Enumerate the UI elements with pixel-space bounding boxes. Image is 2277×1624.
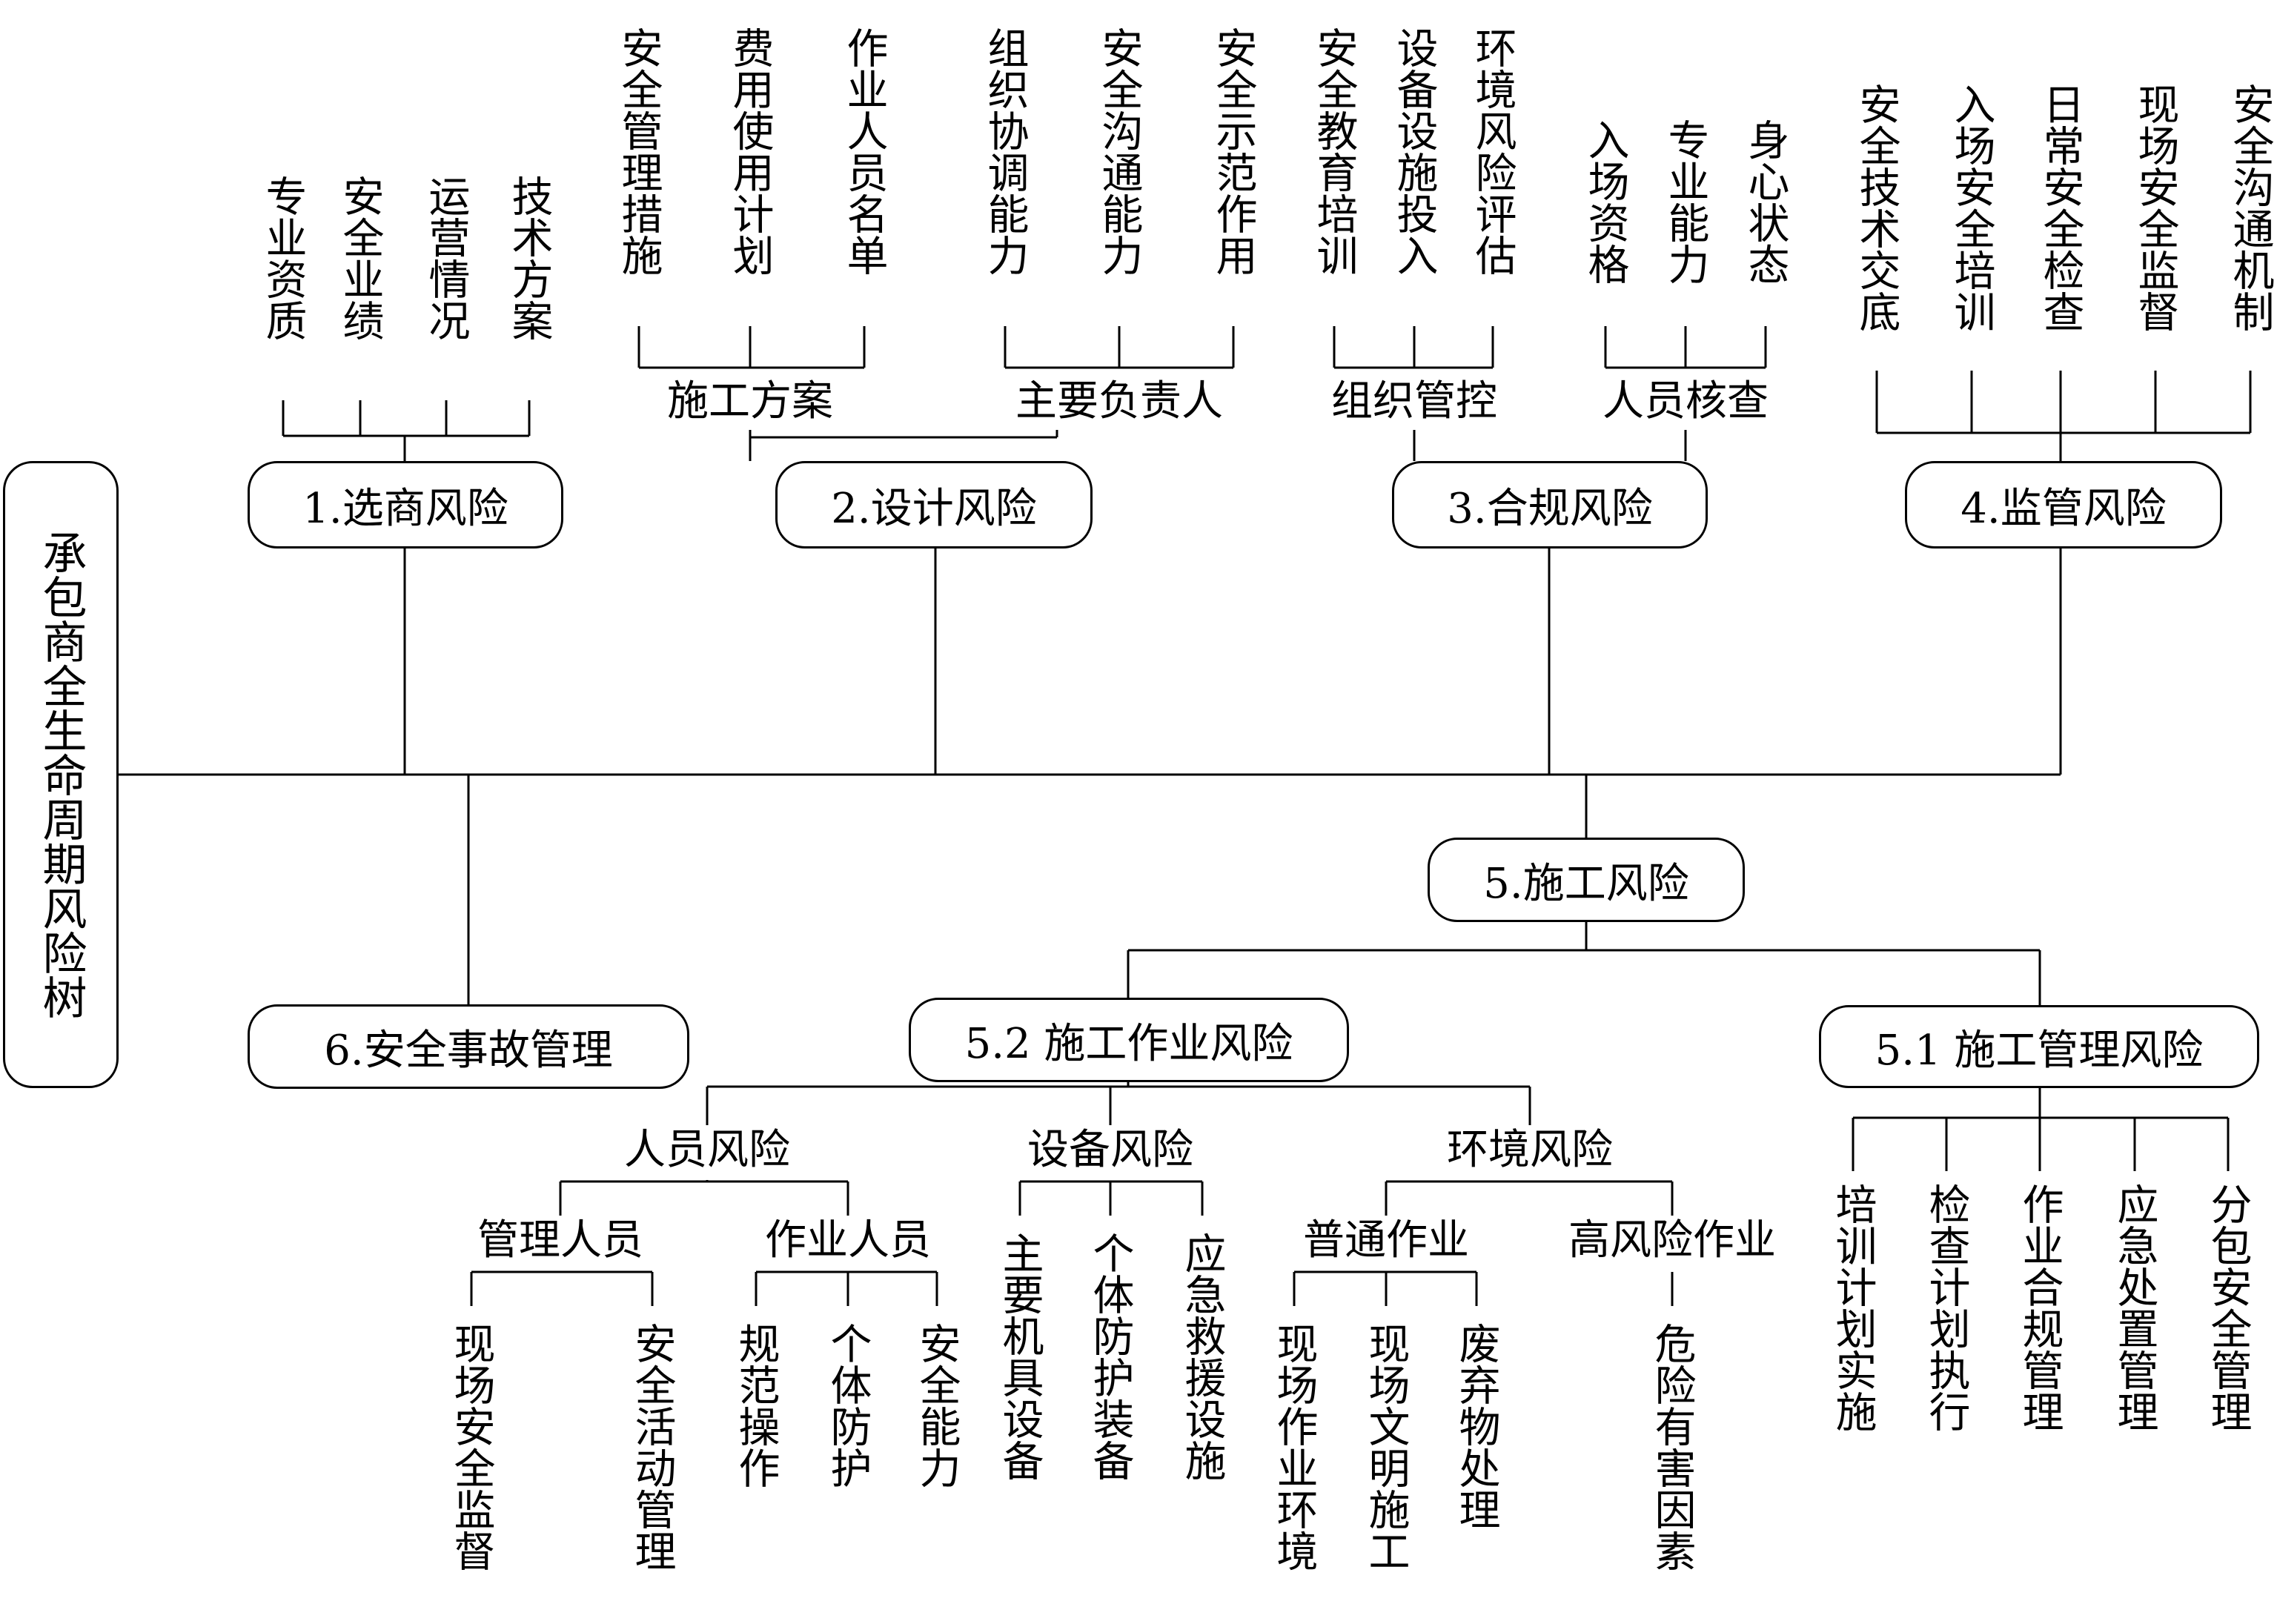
- leaf: 作业合规管理: [2015, 1183, 2064, 1432]
- leaf: 主要机具设备: [995, 1232, 1044, 1481]
- leaf: 现场安全监督: [447, 1322, 495, 1571]
- node-accident-management: 6.安全事故管理: [248, 1004, 689, 1089]
- node-construction-risk: 5.施工风险: [1428, 838, 1745, 922]
- node-compliance-risk: 3.合规风险: [1392, 461, 1708, 548]
- leaf: 安全技术交底: [1852, 83, 1900, 332]
- leaf: 现场安全监督: [2131, 83, 2179, 332]
- leaf: 应急处置管理: [2110, 1183, 2158, 1432]
- group-label: 组织管控: [1331, 377, 1497, 425]
- leaf: 专业能力: [1661, 119, 1709, 285]
- managers-label: 管理人员: [477, 1216, 643, 1265]
- leaf: 安全沟通机制: [2226, 83, 2274, 332]
- workers-label: 作业人员: [765, 1216, 931, 1265]
- group-label: 主要负责人: [1015, 377, 1223, 425]
- leaf: 运营情况: [422, 175, 470, 341]
- leaf: 作业人员名单: [840, 27, 888, 276]
- environment-risk-label: 环境风险: [1447, 1126, 1613, 1174]
- node-construction-operation-risk: 5.2 施工作业风险: [909, 998, 1349, 1082]
- leaf: 安全业绩: [336, 175, 384, 341]
- people-risk-label: 人员风险: [624, 1126, 790, 1174]
- leaf: 安全管理措施: [614, 27, 663, 276]
- leaf: 现场作业环境: [1270, 1322, 1318, 1571]
- leaf: 设备设施投入: [1390, 27, 1438, 276]
- leaf: 身心状态: [1741, 119, 1789, 285]
- node-design-risk: 2.设计风险: [775, 461, 1093, 548]
- high-risk-work-label: 高风险作业: [1568, 1216, 1776, 1265]
- leaf: 危险有害因素: [1648, 1322, 1696, 1571]
- leaf: 技术方案: [505, 175, 553, 341]
- leaf: 规范操作: [732, 1322, 780, 1488]
- leaf: 个体防护: [823, 1322, 872, 1488]
- leaf: 个体防护装备: [1086, 1232, 1134, 1481]
- leaf: 入场资格: [1581, 119, 1629, 285]
- leaf: 检查计划执行: [1922, 1183, 1970, 1432]
- leaf: 安全教育培训: [1310, 27, 1358, 276]
- leaf: 日常安全检查: [2036, 83, 2084, 332]
- leaf: 专业资质: [259, 175, 307, 341]
- leaf: 环境风险评估: [1468, 27, 1517, 276]
- root-node: 承包商全生命周期风险树: [3, 461, 119, 1088]
- equipment-risk-label: 设备风险: [1027, 1126, 1193, 1174]
- leaf: 安全活动管理: [628, 1322, 676, 1571]
- node-supplier-risk: 1.选商风险: [248, 461, 563, 548]
- leaf: 废弃物处理: [1452, 1322, 1500, 1530]
- leaf: 现场文明施工: [1362, 1322, 1410, 1571]
- leaf: 分包安全管理: [2204, 1183, 2252, 1432]
- leaf: 安全示范作用: [1209, 27, 1257, 276]
- leaf: 组织协调能力: [981, 27, 1029, 276]
- leaf: 安全能力: [912, 1322, 961, 1488]
- leaf: 培训计划实施: [1829, 1183, 1877, 1432]
- root-label: 承包商全生命周期风险树: [35, 530, 87, 1019]
- leaf: 入场安全培训: [1947, 83, 1995, 332]
- node-construction-management-risk: 5.1 施工管理风险: [1819, 1005, 2259, 1088]
- group-label: 人员核查: [1602, 377, 1769, 425]
- normal-work-label: 普通作业: [1303, 1216, 1469, 1265]
- leaf: 安全沟通能力: [1095, 27, 1143, 276]
- leaf: 费用使用计划: [726, 27, 774, 276]
- group-label: 施工方案: [667, 377, 833, 425]
- node-supervision-risk: 4.监管风险: [1905, 461, 2222, 548]
- leaf: 应急救援设施: [1178, 1232, 1226, 1481]
